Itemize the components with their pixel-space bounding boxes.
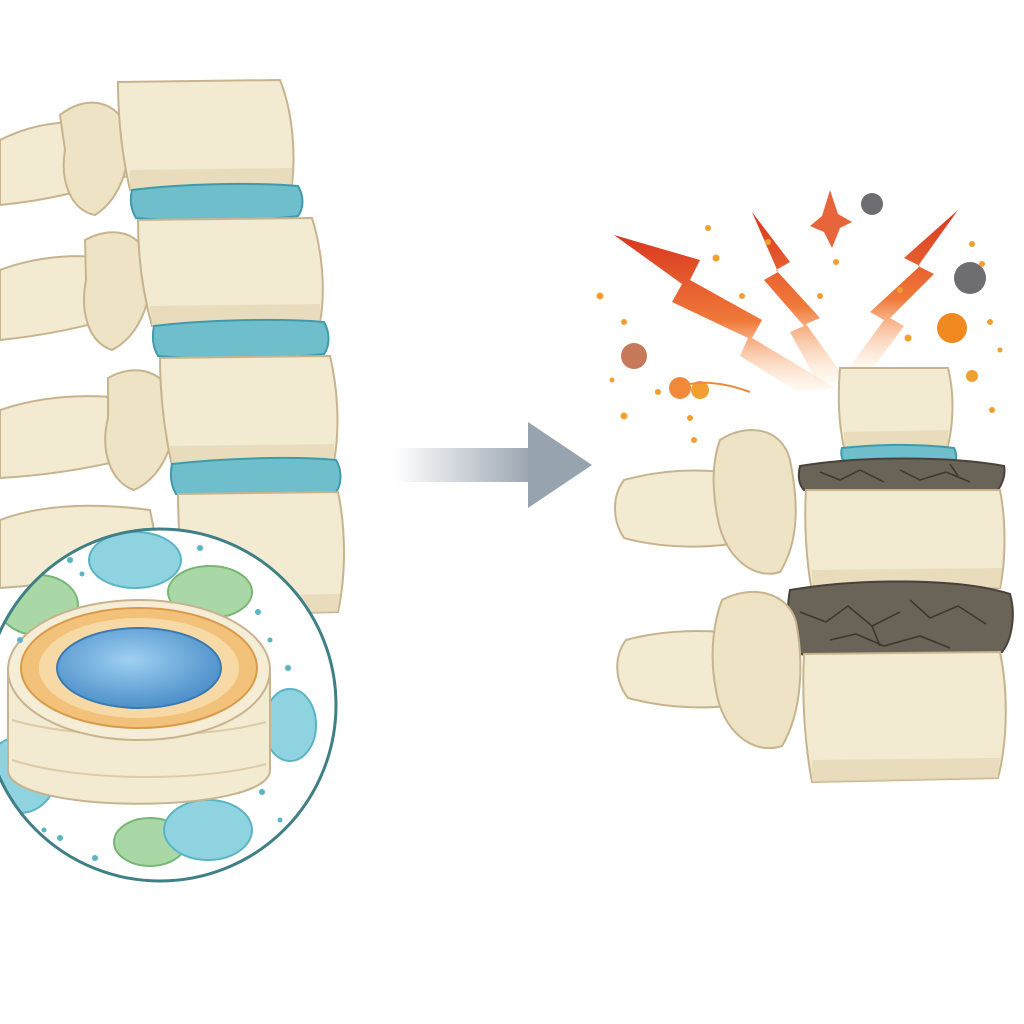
inflammation-particles: [596, 193, 1003, 443]
intervertebral-disc: [151, 318, 330, 360]
vertebra: [0, 78, 295, 217]
fluid-particles: [17, 545, 291, 861]
cell: [263, 688, 317, 762]
cell: [88, 531, 182, 589]
vertebra: [616, 590, 1007, 784]
magnifier-inset-icon: [0, 527, 338, 883]
vertebra: [837, 367, 954, 450]
vertebra: [0, 354, 339, 492]
damaged-disc: [787, 580, 1014, 663]
healthy-disc-cross-section: [7, 599, 271, 805]
vertebra: [614, 428, 1006, 594]
disc-cracks: [799, 599, 987, 649]
intervertebral-disc: [129, 182, 304, 222]
arrow-right-icon: [395, 422, 592, 508]
intervertebral-disc: [169, 456, 342, 498]
nucleus-pulposus: [56, 627, 222, 709]
pain-bolt: [752, 212, 846, 384]
pain-bolt: [810, 190, 852, 248]
disc-cracks: [819, 463, 971, 483]
cell: [163, 799, 253, 861]
pain-bolt: [614, 235, 836, 392]
degenerated-spine-icon: [614, 367, 1014, 784]
